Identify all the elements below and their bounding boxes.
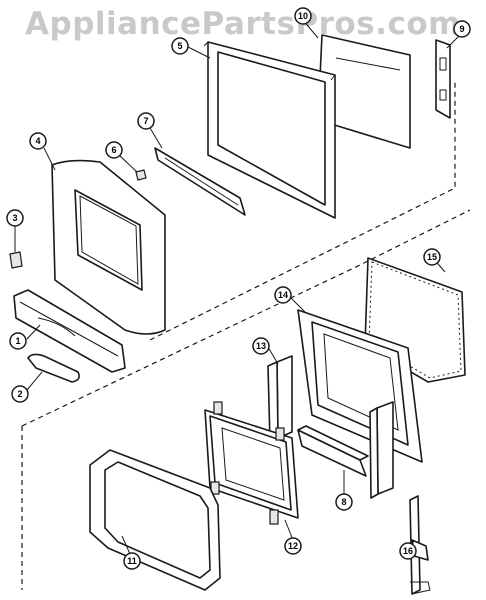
part-8-insulation-strip [297,425,369,477]
callout-9: 9 [453,20,471,38]
svg-text:14: 14 [278,290,288,300]
part-5-door-frame [203,41,336,219]
callout-3: 3 [6,209,24,227]
svg-text:1: 1 [15,336,20,346]
callout-8: 8 [335,493,353,511]
callout-10: 10 [294,7,312,25]
callout-12: 12 [284,537,302,555]
callout-1: 1 [9,332,27,350]
svg-text:7: 7 [143,116,148,126]
watermark-text: AppliancePartsPros.com [25,6,461,42]
callout-13: 13 [252,337,270,355]
svg-text:15: 15 [427,252,437,262]
svg-text:12: 12 [288,541,298,551]
part-12-inner-glass-assembly [204,401,299,525]
svg-text:5: 5 [177,41,182,51]
svg-text:10: 10 [298,11,308,21]
separator-lines [21,80,471,590]
svg-text:3: 3 [12,213,17,223]
svg-text:6: 6 [111,145,116,155]
svg-text:16: 16 [403,546,413,556]
svg-text:9: 9 [459,24,464,34]
part-7-trim-strip [154,147,246,216]
part-6-clip [135,169,147,181]
part-1-door-handle [13,289,126,373]
part-3-bracket [9,251,23,269]
svg-text:11: 11 [127,556,137,566]
callout-16: 16 [399,542,417,560]
callout-4: 4 [29,132,47,150]
part-2-handle-trim [27,353,80,383]
callout-14: 14 [274,286,292,304]
part-4-outer-door-panel [51,159,166,335]
callout-11: 11 [123,552,141,570]
svg-text:13: 13 [256,341,266,351]
part-9-hinge-bracket [435,39,451,119]
callout-6: 6 [105,141,123,159]
part-11-outer-glass [89,449,221,591]
callout-5: 5 [171,37,189,55]
svg-text:4: 4 [35,136,40,146]
callout-2: 2 [11,385,29,403]
part-15-door-gasket [364,257,466,383]
svg-text:2: 2 [17,389,22,399]
callout-15: 15 [423,248,441,266]
svg-text:8: 8 [341,497,346,507]
callout-7: 7 [137,112,155,130]
insulation-block-right [369,401,394,499]
